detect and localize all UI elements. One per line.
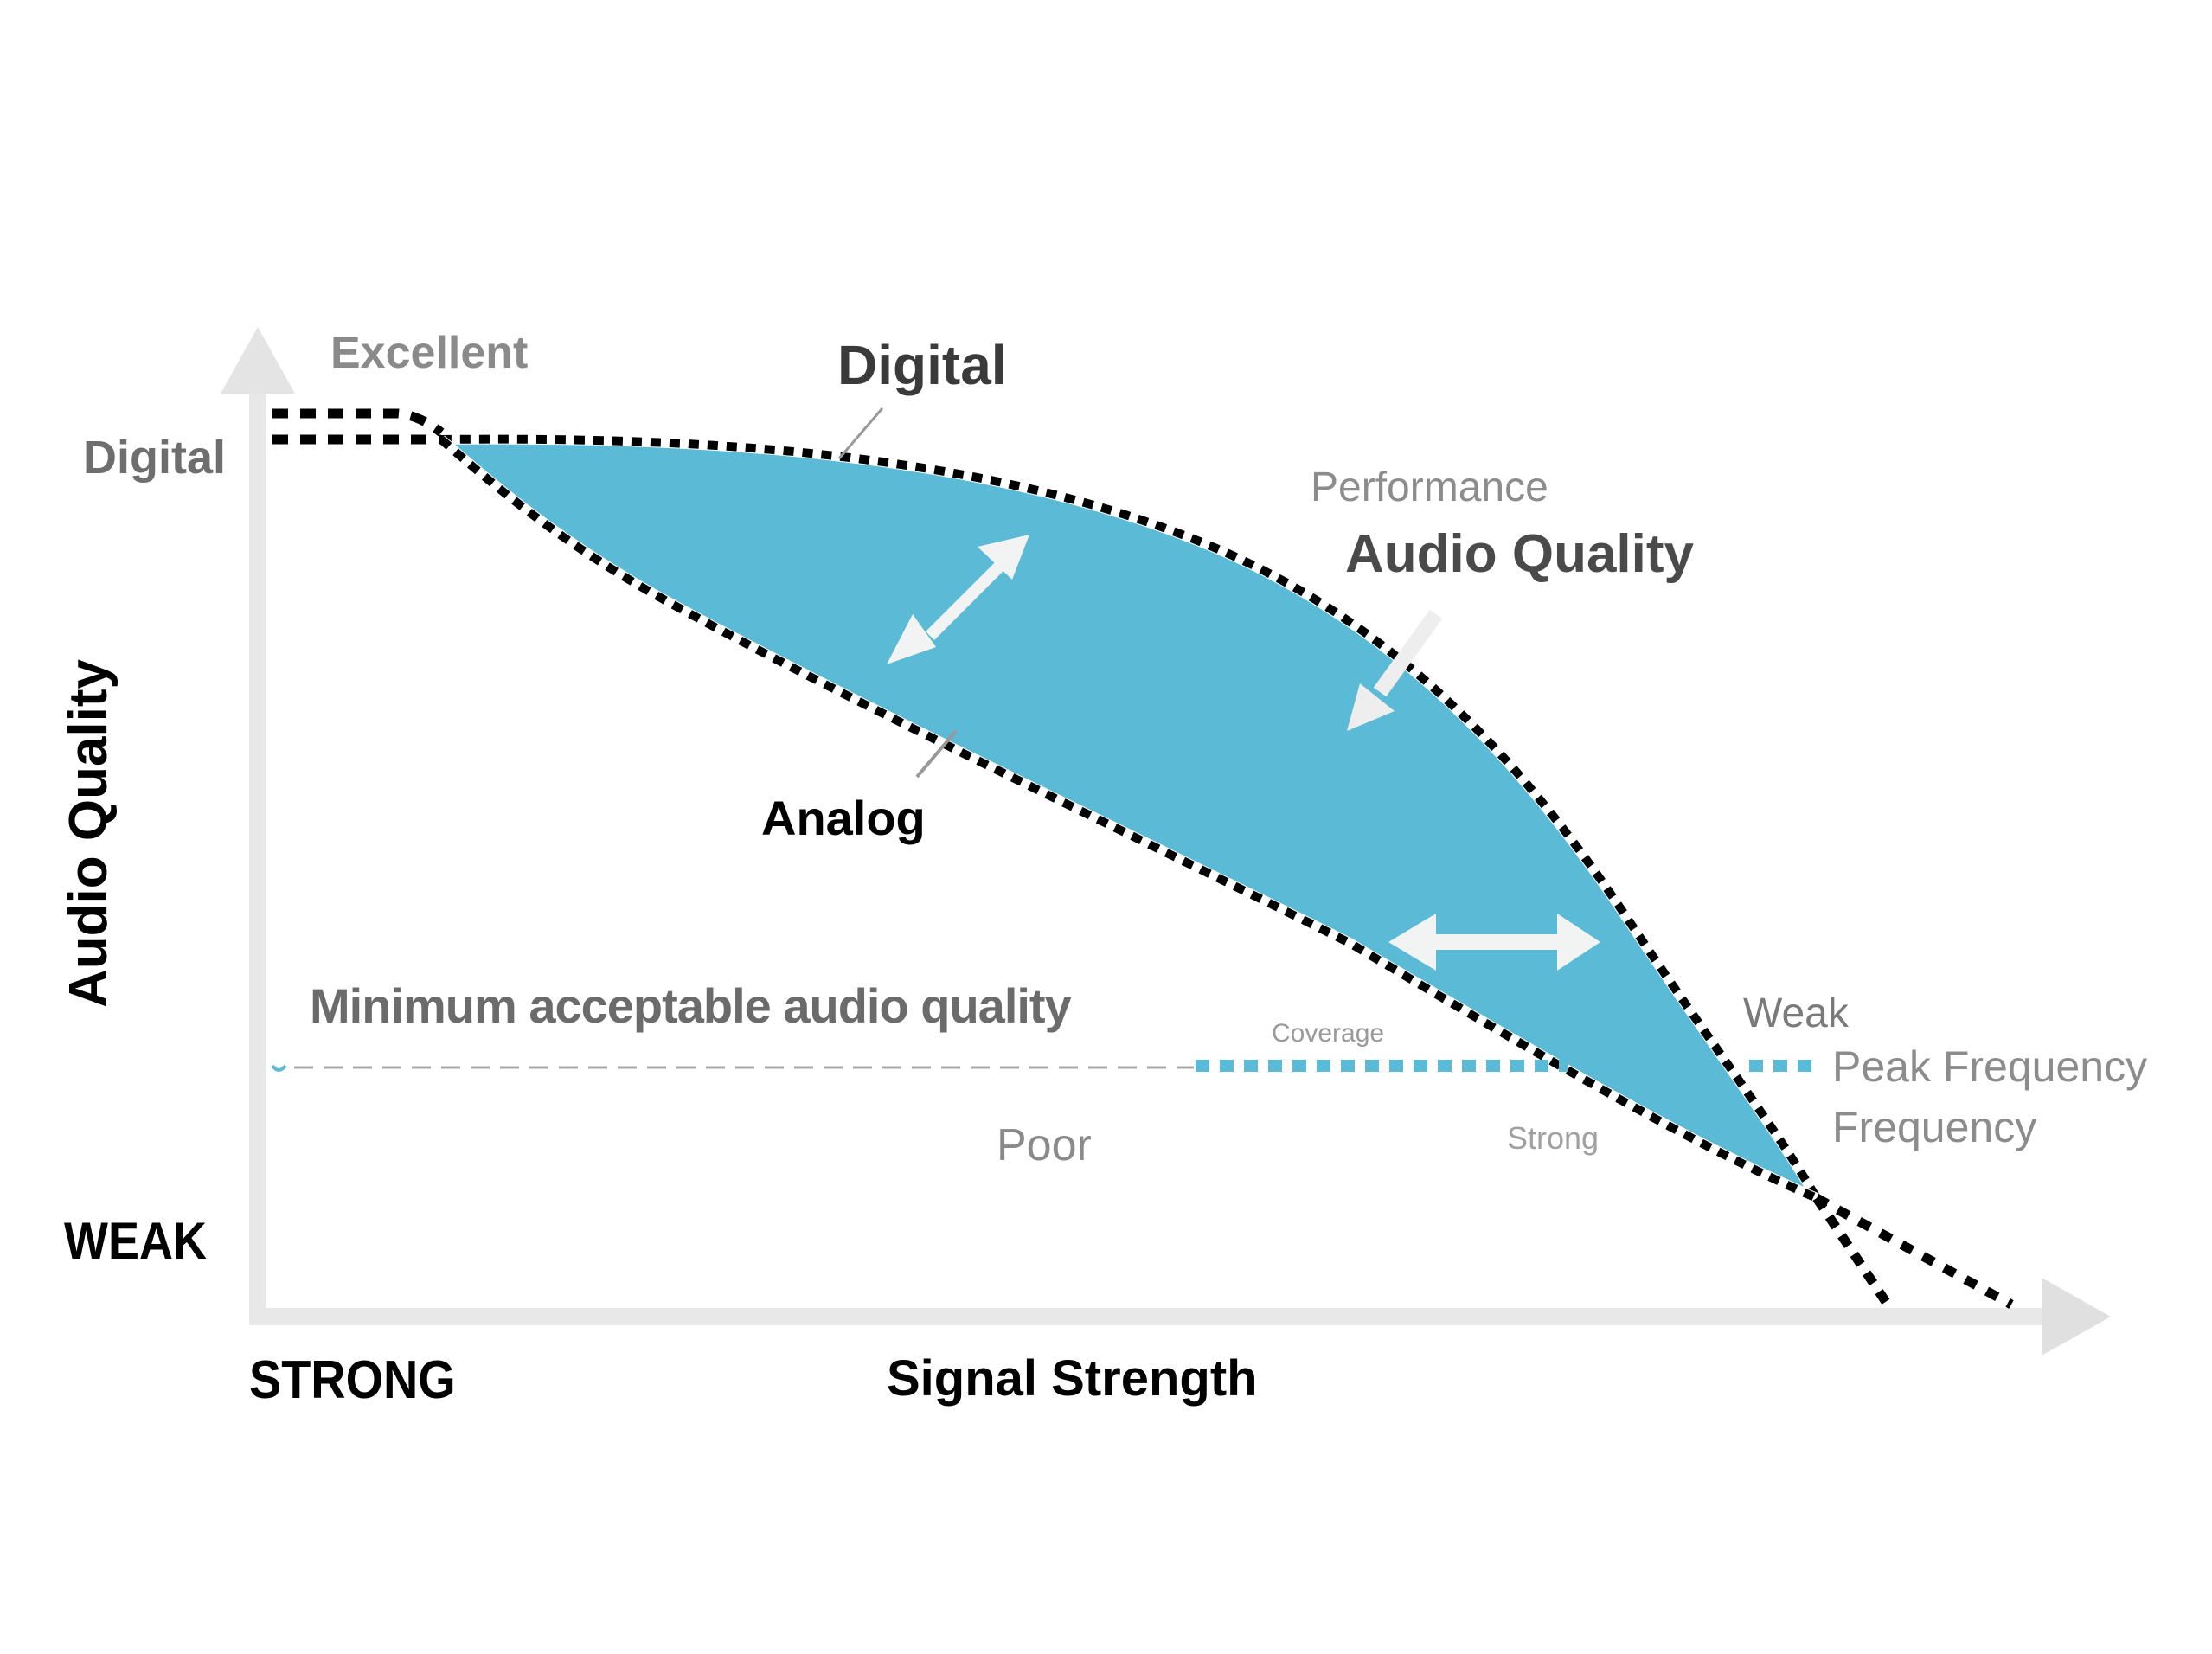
x-axis-arrow-icon bbox=[2042, 1278, 2111, 1356]
y-bottom-label: WEAK bbox=[64, 1212, 207, 1270]
pointer-arrow-icon bbox=[1347, 609, 1443, 731]
poor-label: Poor bbox=[997, 1120, 1092, 1170]
x-axis-label: Signal Strength bbox=[887, 1350, 1258, 1407]
analog-curve-label: Analog bbox=[761, 791, 926, 845]
coverage-label: Coverage bbox=[1272, 1019, 1385, 1048]
y-top-label: Excellent bbox=[330, 328, 529, 378]
weak-label: Weak bbox=[1743, 990, 1849, 1036]
analog-leader-line bbox=[915, 729, 958, 779]
digital-tail bbox=[1812, 1195, 1890, 1305]
performance-gap-region bbox=[441, 439, 1817, 1199]
performance-label: Performance bbox=[1311, 465, 1548, 510]
digital-curve-label: Digital bbox=[837, 334, 1007, 396]
x-axis bbox=[249, 1278, 2111, 1356]
min-acceptable-label: Minimum acceptable audio quality bbox=[310, 978, 1072, 1033]
audio-quality-callout: Audio Quality bbox=[1345, 524, 1694, 584]
x-left-label: STRONG bbox=[249, 1350, 456, 1410]
analog-tail bbox=[1814, 1194, 2014, 1309]
y-digital-tick-label: Digital bbox=[83, 432, 227, 484]
digital-leader-line bbox=[837, 407, 884, 459]
horizontal-double-arrow-icon bbox=[1388, 914, 1600, 971]
frequency-label: Frequency bbox=[1832, 1103, 2037, 1151]
peak-frequency-label: Peak Frequency bbox=[1832, 1042, 2148, 1091]
y-axis bbox=[221, 327, 295, 1324]
digital-start-lines bbox=[272, 408, 445, 445]
diagonal-double-arrow-icon bbox=[887, 535, 1029, 664]
min-acceptable-line bbox=[271, 1060, 1821, 1072]
y-axis-label: Audio Quality bbox=[59, 659, 119, 1008]
strong-label: Strong bbox=[1507, 1120, 1600, 1156]
y-axis-arrow-icon bbox=[221, 327, 295, 394]
